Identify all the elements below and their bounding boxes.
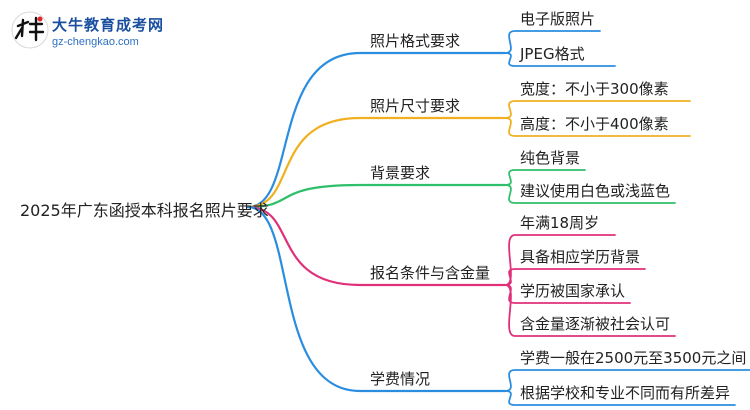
branch-connector-1 bbox=[246, 116, 507, 209]
leaf-label-4-0: 学费一般在2500元至3500元之间 bbox=[520, 349, 747, 367]
leaf-label-3-3: 含金量逐渐被社会认可 bbox=[520, 315, 671, 333]
branch-label-3: 报名条件与含金量 bbox=[370, 264, 491, 282]
leaf-connector-0-1 bbox=[504, 52, 616, 67]
leaf-label-0-1: JPEG格式 bbox=[520, 45, 585, 63]
branch-connector-4 bbox=[246, 205, 507, 393]
leaf-connector-3-0 bbox=[504, 234, 616, 286]
branch-label-1: 照片尺寸要求 bbox=[370, 97, 461, 115]
branch-connector-2 bbox=[246, 183, 507, 209]
leaf-connector-3-1 bbox=[504, 268, 646, 286]
leaf-label-0-0: 电子版照片 bbox=[520, 10, 596, 28]
leaf-label-4-1: 根据学校和专业不同而有所差异 bbox=[520, 384, 731, 402]
branch-label-0: 照片格式要求 bbox=[370, 32, 461, 50]
leaf-connector-1-0 bbox=[504, 100, 691, 119]
leaf-label-1-1: 高度：不小于400像素 bbox=[520, 115, 669, 133]
branch-connector-3 bbox=[246, 205, 507, 287]
leaf-label-2-0: 纯色背景 bbox=[520, 149, 581, 167]
leaf-connector-3-3 bbox=[504, 284, 676, 337]
leaf-connector-4-0 bbox=[504, 369, 750, 392]
branch-label-2: 背景要求 bbox=[370, 164, 431, 182]
leaf-label-2-1: 建议使用白色或浅蓝色 bbox=[520, 182, 671, 200]
leaf-connector-1-1 bbox=[504, 117, 691, 137]
leaf-connector-4-1 bbox=[504, 390, 736, 406]
root-topic: 2025年广东函授本科报名照片要求 bbox=[20, 201, 269, 220]
leaf-connector-0-0 bbox=[504, 30, 601, 54]
logo-title: 大牛教育成考网 bbox=[52, 16, 165, 34]
site-logo[interactable]: 大牛教育成考网 gz-chengkao.com bbox=[10, 10, 170, 56]
logo-url: gz-chengkao.com bbox=[52, 36, 139, 48]
leaf-connector-2-1 bbox=[504, 184, 676, 204]
leaf-label-3-2: 学历被国家承认 bbox=[520, 282, 626, 300]
branch-connector-0 bbox=[246, 51, 507, 209]
leaf-label-1-0: 宽度：不小于300像素 bbox=[520, 80, 669, 98]
leaf-label-3-1: 具备相应学历背景 bbox=[520, 248, 641, 266]
leaf-label-3-0: 年满18周岁 bbox=[520, 214, 600, 232]
branch-label-4: 学费情况 bbox=[370, 370, 431, 388]
leaf-connector-2-0 bbox=[504, 169, 586, 186]
logo-mark-icon bbox=[11, 11, 49, 49]
